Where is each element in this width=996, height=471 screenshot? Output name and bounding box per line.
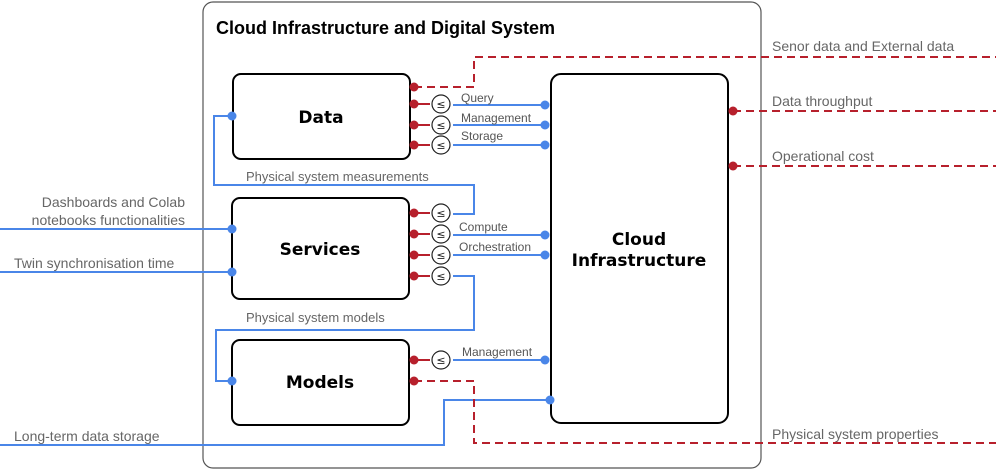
compute-label: Compute — [459, 220, 508, 234]
comparator-orchestration: ≤ — [431, 245, 451, 265]
comparator-storage: ≤ — [431, 135, 451, 155]
data-management-label: Management — [461, 111, 532, 125]
twin-sync-label: Twin synchronisation time — [14, 255, 175, 271]
svg-text:≤: ≤ — [436, 139, 445, 152]
dashboards-label-line1: Dashboards and Colab — [42, 194, 185, 210]
cloud-infrastructure-box: Cloud Infrastructure — [550, 73, 729, 424]
physical-properties-line — [414, 380, 996, 444]
physical-measurements-label: Physical system measurements — [246, 169, 429, 184]
services-box: Services — [231, 197, 410, 300]
svg-text:≤: ≤ — [436, 207, 445, 220]
svg-text:≤: ≤ — [436, 249, 445, 262]
services-box-label: Services — [280, 240, 361, 260]
comparator-query: ≤ — [431, 94, 451, 114]
storage-label: Storage — [461, 129, 503, 143]
physical-models-path — [215, 275, 475, 382]
svg-text:≤: ≤ — [436, 270, 445, 283]
physical-models-label: Physical system models — [246, 310, 385, 325]
cloud-box-label-line2: Infrastructure — [572, 251, 707, 271]
blue-connections — [0, 104, 550, 446]
comparator-models-management: ≤ — [431, 350, 451, 370]
blue-dots — [227, 100, 555, 405]
dashboards-label-line2: notebooks functionalities — [32, 212, 185, 228]
cloud-box-label-line1: Cloud — [612, 230, 666, 250]
comparator-models-out: ≤ — [431, 266, 451, 286]
data-box: Data — [232, 73, 411, 160]
data-box-label: Data — [298, 108, 343, 128]
comparators: ≤ ≤ ≤ ≤ ≤ ≤ ≤ ≤ — [431, 94, 451, 370]
long-term-storage-label: Long-term data storage — [14, 428, 160, 444]
system-frame — [202, 1, 762, 469]
comparator-data-management: ≤ — [431, 115, 451, 135]
red-dots — [409, 82, 738, 386]
physical-measurements-path — [213, 115, 475, 215]
sensor-data-line — [414, 56, 996, 88]
throughput-label: Data throughput — [772, 93, 873, 109]
models-box: Models — [231, 339, 410, 426]
comparator-measurements: ≤ — [431, 203, 451, 223]
svg-text:≤: ≤ — [436, 98, 445, 111]
comparator-compute: ≤ — [431, 224, 451, 244]
diagram-title: Cloud Infrastructure and Digital System — [216, 18, 555, 38]
svg-text:≤: ≤ — [436, 119, 445, 132]
orchestration-label: Orchestration — [459, 240, 531, 254]
models-management-label: Management — [462, 345, 533, 359]
svg-text:≤: ≤ — [436, 228, 445, 241]
sensor-data-label: Senor data and External data — [772, 38, 954, 54]
models-box-label: Models — [286, 373, 354, 393]
query-label: Query — [461, 91, 494, 105]
cost-label: Operational cost — [772, 148, 874, 164]
long-term-storage-line — [0, 399, 550, 446]
red-connections — [414, 56, 996, 444]
svg-text:≤: ≤ — [436, 354, 445, 367]
physical-properties-label: Physical system properties — [772, 426, 939, 442]
